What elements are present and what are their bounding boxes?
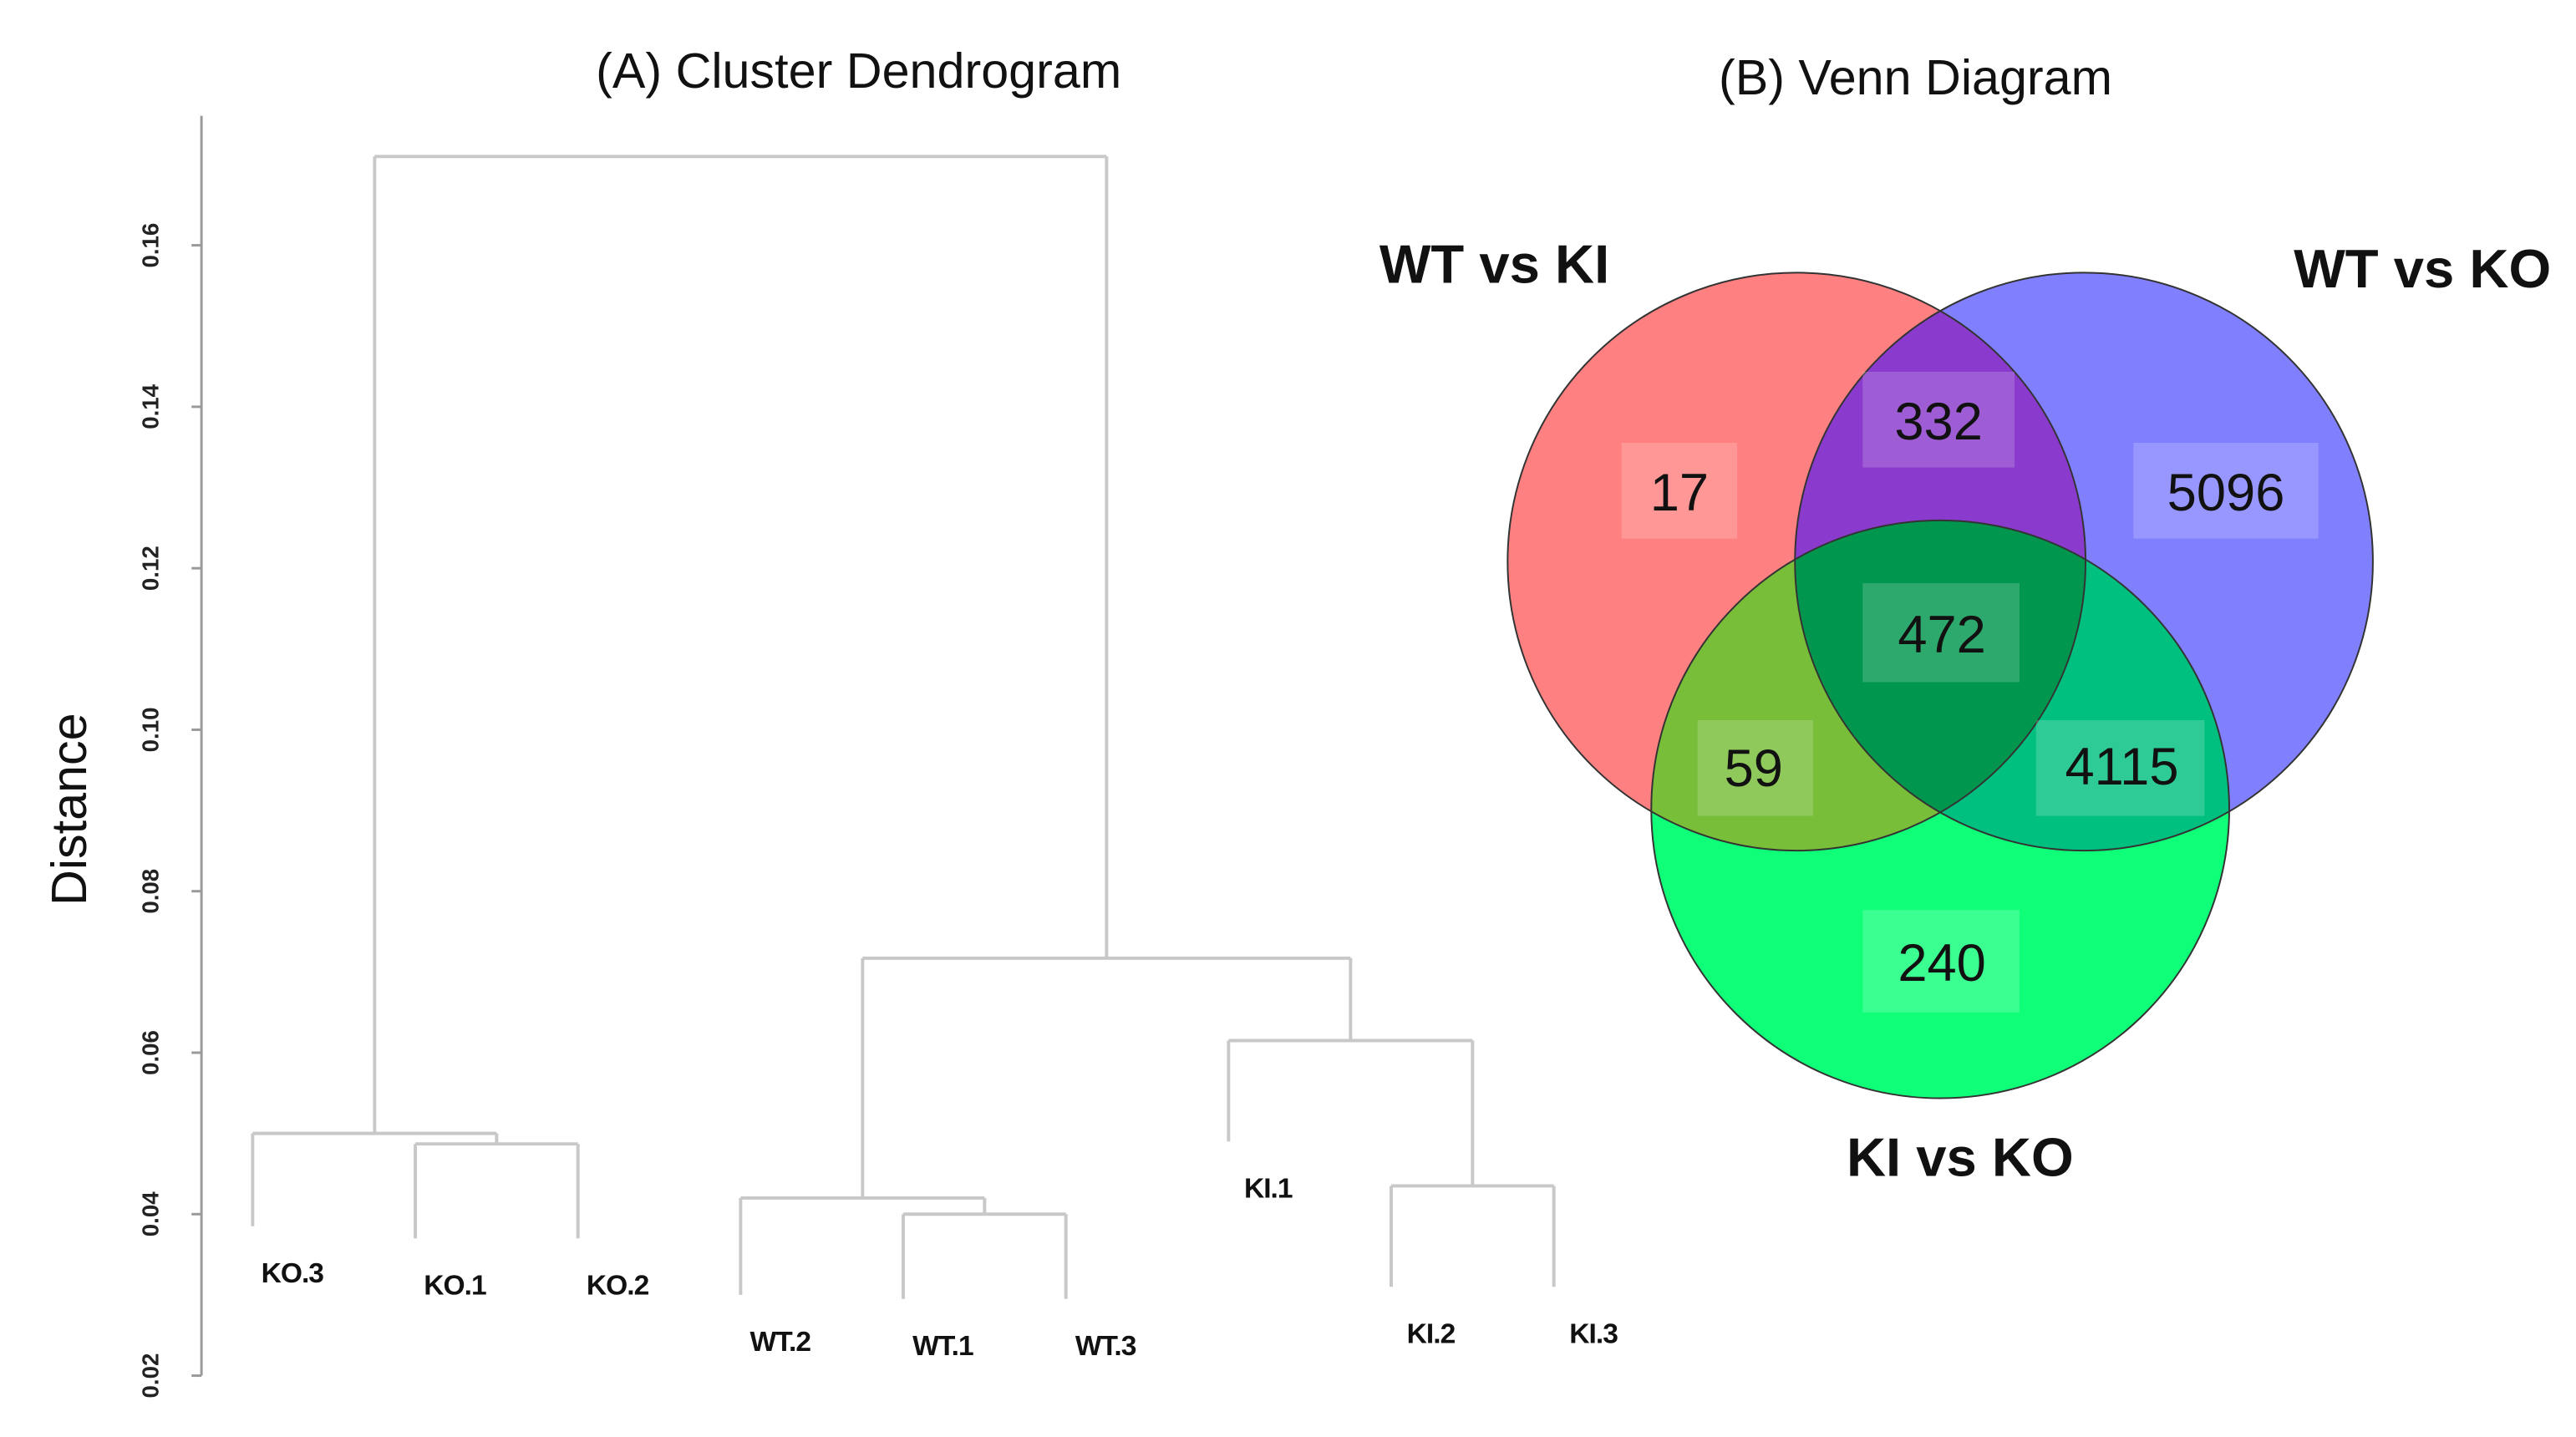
count-all-three: 472	[1898, 606, 1986, 664]
count-box	[1862, 582, 2020, 683]
y-tick-label: 0.10	[138, 708, 164, 753]
y-tick-label: 0.06	[138, 1030, 164, 1075]
circle-outline	[1794, 272, 2374, 852]
count-box	[2133, 442, 2319, 539]
leaf-label: KI.3	[1569, 1318, 1618, 1349]
count-only-wt-vs-ko: 5096	[2167, 464, 2285, 522]
leaf-label: WT.1	[912, 1331, 973, 1362]
leaf-label: KO.1	[424, 1270, 486, 1301]
y-axis-label: Distance	[41, 713, 97, 906]
circle-outline	[1506, 272, 2087, 852]
count-only-wt-vs-ki: 17	[1650, 464, 1709, 522]
y-tick-label: 0.12	[138, 546, 164, 591]
leaf-label: WT.3	[1075, 1331, 1136, 1362]
count-box	[1621, 442, 1738, 539]
count-only-ki-vs-ko: 240	[1898, 934, 1986, 993]
set-label-wt-vs-ko: WT vs KO	[2294, 238, 2551, 299]
dendrogram-panel: (A) Cluster Dendrogram Distance 0.02 0.04…	[41, 43, 1618, 1398]
count-box	[1862, 371, 2015, 468]
dendrogram-title: (A) Cluster Dendrogram	[596, 43, 1121, 99]
y-tick-label: 0.16	[138, 223, 164, 268]
count-box	[2035, 719, 2205, 816]
y-tick-label: 0.02	[138, 1353, 164, 1399]
venn-panel: (B) Venn Diagram 17 332 5096 472 59 4115…	[1379, 49, 2551, 1187]
venn-title: (B) Venn Diagram	[1719, 49, 2112, 105]
count-wtko-kiko: 4115	[2065, 738, 2179, 796]
leaf-label: WT.2	[750, 1327, 811, 1358]
set-label-wt-vs-ki: WT vs KI	[1379, 233, 1609, 294]
count-wtki-wtko: 332	[1894, 393, 1983, 451]
leaf-label: KI.1	[1244, 1173, 1293, 1204]
leaf-label: KO.2	[587, 1270, 649, 1301]
y-tick-label: 0.04	[138, 1191, 164, 1236]
count-box	[1697, 719, 1813, 816]
set-label-ki-vs-ko: KI vs KO	[1847, 1126, 2074, 1187]
leaf-label: KI.2	[1407, 1318, 1456, 1349]
y-tick-label: 0.14	[138, 383, 164, 429]
count-box	[1862, 910, 2020, 1013]
y-tick-label: 0.08	[138, 869, 164, 914]
count-wtki-kiko: 59	[1725, 739, 1783, 798]
leaf-label: KO.3	[262, 1258, 324, 1289]
circle-outline	[1650, 519, 2230, 1099]
